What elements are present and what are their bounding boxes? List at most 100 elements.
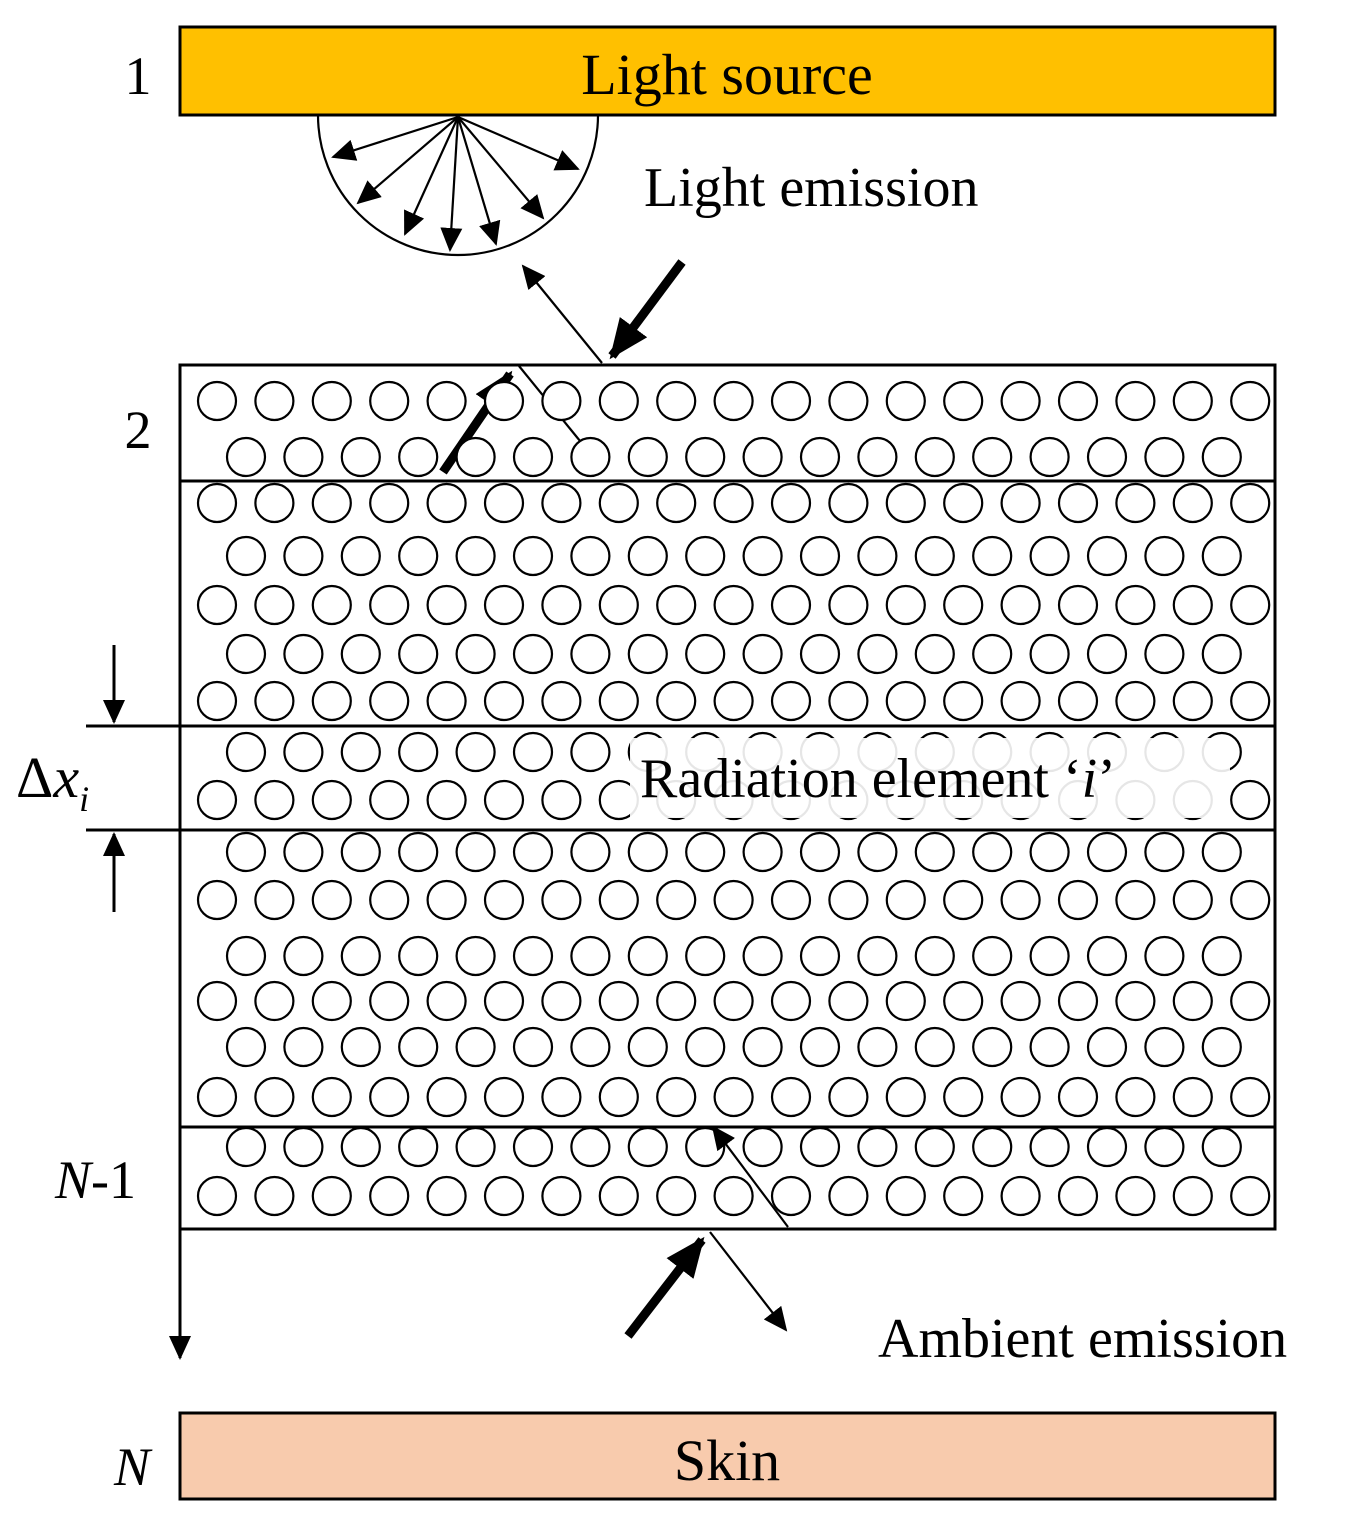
fiber-circle [541,584,582,626]
delta-symbol: Δ [16,745,53,810]
fiber-circle [1000,980,1041,1022]
fiber-circle [1230,1076,1271,1118]
fiber-circle [225,633,267,675]
fiber-circle [398,1026,439,1068]
fiber-circle [369,980,410,1022]
fiber-circle [1086,1026,1128,1068]
fiber-circle [254,779,295,821]
fiber-circle [656,680,697,722]
light-emission-label: Light emission [644,157,978,219]
fiber-circle [570,1026,611,1068]
fiber-circle [1000,584,1041,626]
fiber-circle [685,633,726,675]
fiber-circle [570,935,611,977]
fiber-circle [1115,680,1156,722]
fiber-circle [196,779,238,821]
fiber-circle [455,633,496,675]
fiber-circle [914,1126,955,1168]
fiber-circle [1144,436,1185,478]
fiber-circle [742,535,783,577]
fiber-circle [857,436,898,478]
delta-subscript: i [79,779,89,819]
fiber-circle [426,980,467,1022]
fiber-circle [1000,1175,1041,1217]
light-source-box: Light source [178,25,1277,117]
fiber-circle [1057,584,1099,626]
fiber-circle [311,584,352,626]
fiber-circle [254,482,295,524]
fiber-circle [254,1076,295,1118]
fiber-circle [799,436,841,478]
layer-label-n-minus-1: N-1 [54,1150,136,1210]
fiber-circle [340,535,381,577]
fiber-circle [311,1175,352,1217]
fiber-circle [455,535,496,577]
fiber-circle [426,879,467,921]
fiber-circle [713,1076,754,1118]
fiber-circle [196,482,238,524]
fiber-circle [1172,380,1213,422]
fiber-circle [914,535,955,577]
fiber-circle [196,380,238,422]
fiber-circle [369,680,410,722]
fiber-circle [1230,584,1271,626]
fiber-circle [828,1175,869,1217]
fiber-circle [1115,879,1156,921]
fiber-circle [972,1026,1013,1068]
fiber-circle [799,535,841,577]
fiber-circle [1086,1126,1128,1168]
fiber-circle [943,584,984,626]
fiber-circle [512,633,554,675]
fiber-circle [742,1126,783,1168]
fiber-circle [627,535,668,577]
fiber-circle [685,436,726,478]
fiber-circle [1201,436,1242,478]
fiber-circle [340,633,381,675]
fiber-circle [1086,633,1128,675]
fiber-circle [1057,380,1099,422]
layer-label-n-minus-1-suffix: -1 [91,1150,136,1210]
fiber-circle [398,436,439,478]
fiber-circle [196,584,238,626]
fiber-circle [426,1175,467,1217]
fiber-circle [225,1126,267,1168]
fiber-circle [656,584,697,626]
fiber-circle [1086,436,1128,478]
fiber-circle [1172,879,1213,921]
fiber-circle [311,680,352,722]
fiber-circle [311,380,352,422]
fiber-circle [483,980,525,1022]
fiber-circle [283,1126,324,1168]
ambient-emission-label: Ambient emission [878,1308,1287,1370]
fabric-outline [178,363,1277,1231]
fiber-circle [1230,779,1271,821]
fiber-circle [627,633,668,675]
fiber-circle [627,831,668,873]
fiber-circle [483,779,525,821]
fiber-circle [455,1126,496,1168]
fiber-circle [914,1026,955,1068]
fiber-circle [656,380,697,422]
emission-hemisphere [316,114,600,257]
fiber-circle [598,1175,639,1217]
emission-ray [456,116,501,246]
fiber-circle [713,482,754,524]
fiber-circle [799,1026,841,1068]
skin-box: Skin [178,1411,1277,1501]
fiber-circle [1057,482,1099,524]
fiber-circle [254,584,295,626]
fiber-circle [742,633,783,675]
fiber-circle [914,831,955,873]
fiber-circle [541,380,582,422]
emission-rays [331,115,580,252]
fiber-circle [398,831,439,873]
fiber-circle [426,482,467,524]
fiber-circle [943,879,984,921]
fiber-circle [1144,535,1185,577]
fiber-circle [598,680,639,722]
fiber-circle [857,1026,898,1068]
fiber-circle [283,935,324,977]
fiber-circle [1115,1076,1156,1118]
fiber-circle [283,731,324,773]
